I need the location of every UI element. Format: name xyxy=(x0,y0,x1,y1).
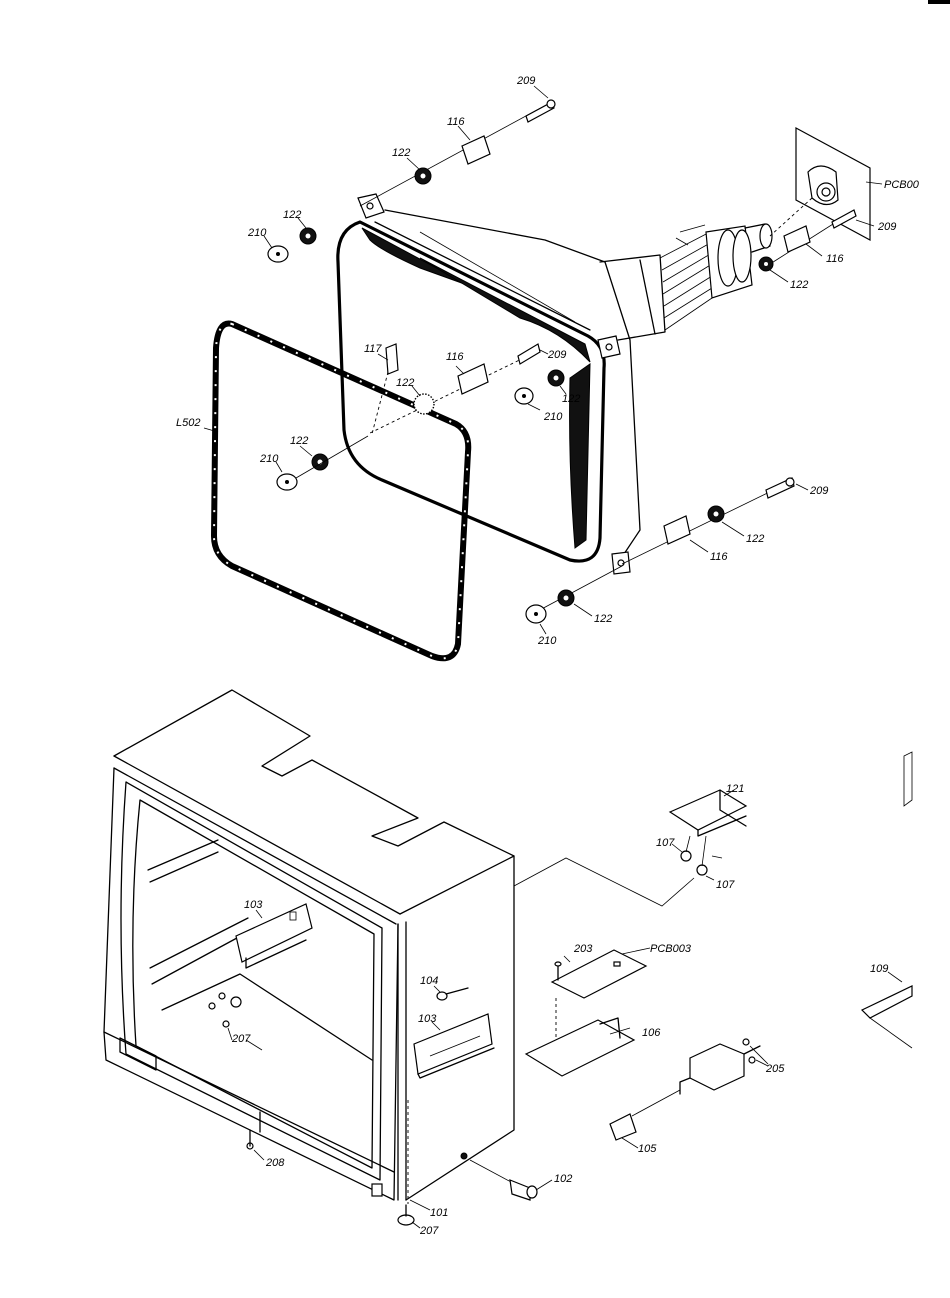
label-106: 106 xyxy=(642,1027,661,1039)
label-102: 102 xyxy=(554,1173,572,1185)
label-210-bot: 210 xyxy=(537,635,557,647)
label-210-mid: 210 xyxy=(543,411,563,423)
label-122-top: 122 xyxy=(392,147,410,159)
label-122-mid: 122 xyxy=(396,377,414,389)
label-116-top: 116 xyxy=(447,116,465,128)
page-corner-mark xyxy=(928,0,950,4)
label-205: 205 xyxy=(765,1063,785,1075)
connector-lead xyxy=(514,858,694,906)
knob-102 xyxy=(470,1160,537,1200)
label-l502: L502 xyxy=(176,417,200,429)
label-122-br: 122 xyxy=(746,533,764,545)
label-105: 105 xyxy=(638,1143,657,1155)
label-103b: 103 xyxy=(418,1013,437,1025)
label-207b: 207 xyxy=(419,1225,439,1237)
label-209-br: 209 xyxy=(809,485,828,497)
screw-208 xyxy=(247,1130,253,1149)
label-209-right: 209 xyxy=(877,221,896,233)
label-101: 101 xyxy=(430,1207,448,1219)
label-109: 109 xyxy=(870,963,888,975)
component-104 xyxy=(437,988,468,1000)
bracket-103-interior xyxy=(236,904,312,968)
bracket-121 xyxy=(670,790,746,875)
label-116-mid: 116 xyxy=(446,351,464,363)
neck-pcb xyxy=(770,128,870,240)
label-207a: 207 xyxy=(231,1033,251,1045)
front-cabinet xyxy=(104,690,514,1204)
degaussing-coil-l502 xyxy=(214,324,468,659)
label-121: 121 xyxy=(726,783,744,795)
part-109 xyxy=(862,752,912,1048)
switch-105 xyxy=(610,1039,760,1140)
label-203: 203 xyxy=(573,943,593,955)
label-210-low: 210 xyxy=(259,453,279,465)
label-107a: 107 xyxy=(656,837,675,849)
label-122-left: 122 xyxy=(283,209,301,221)
label-122-bot: 122 xyxy=(594,613,612,625)
label-103a: 103 xyxy=(244,899,263,911)
label-107b: 107 xyxy=(716,879,735,891)
label-116-right: 116 xyxy=(826,253,844,265)
crt-mounting-hardware xyxy=(268,100,856,623)
label-122-low: 122 xyxy=(290,435,308,447)
label-pcb00: PCB00 xyxy=(884,179,920,191)
label-208: 208 xyxy=(265,1157,285,1169)
label-210-left: 210 xyxy=(247,227,267,239)
label-104: 104 xyxy=(420,975,438,987)
label-122-right: 122 xyxy=(790,279,808,291)
foot-207 xyxy=(398,1205,414,1225)
label-pcb003: PCB003 xyxy=(650,943,692,955)
label-116-br: 116 xyxy=(710,551,728,563)
label-122-mid2: 122 xyxy=(562,393,580,405)
label-209-mid: 209 xyxy=(547,349,566,361)
label-117: 117 xyxy=(364,343,382,355)
label-209-top: 209 xyxy=(516,75,535,87)
bracket-106 xyxy=(526,1018,634,1076)
